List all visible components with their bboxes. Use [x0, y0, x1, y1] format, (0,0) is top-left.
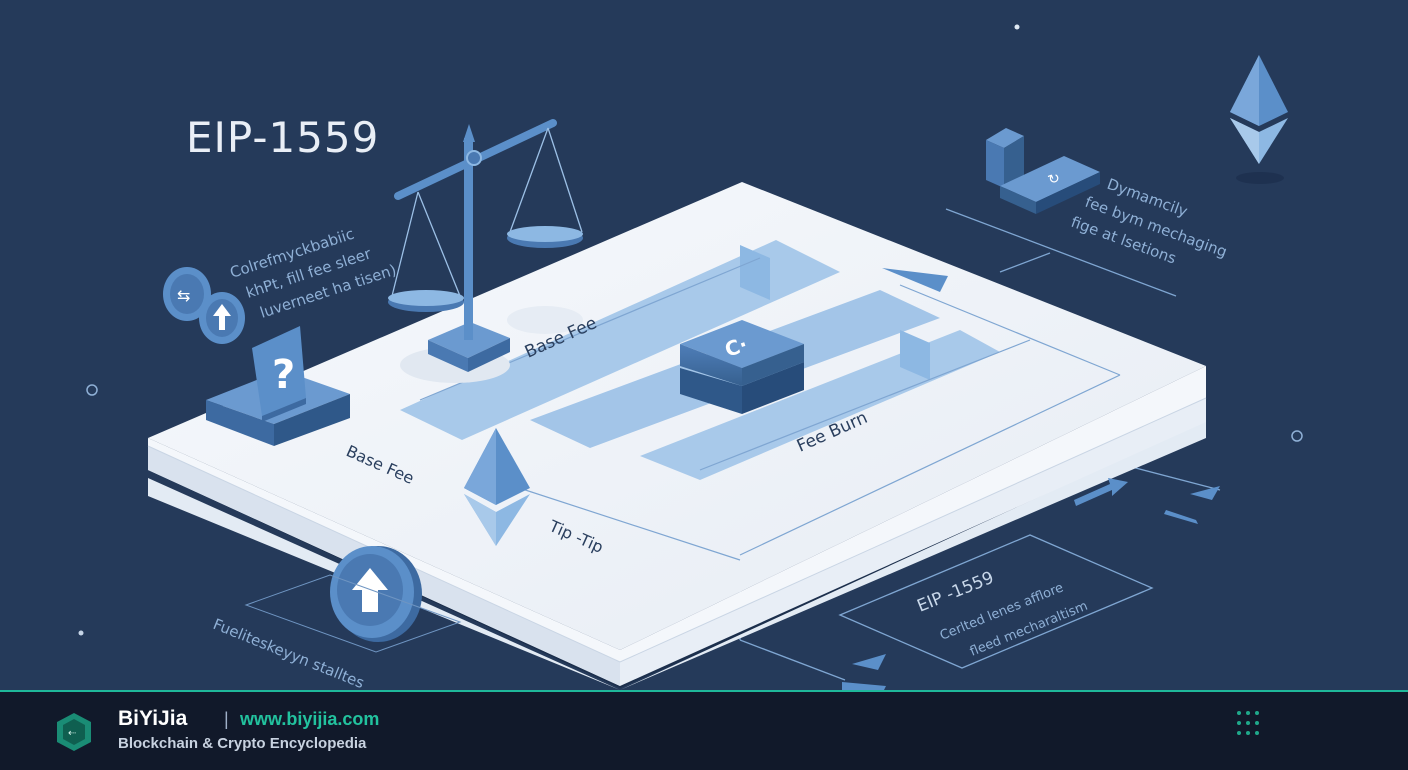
svg-text:↻: ↻: [1046, 170, 1063, 189]
hexagon-logo-icon: ⇠: [57, 713, 91, 751]
bottom-note: Fueliteskeyyn stalltes: [211, 615, 368, 690]
ethereum-icon: [464, 428, 530, 546]
block-cube-icon: C·: [680, 320, 804, 414]
ethereum-icon-top: [1230, 55, 1288, 184]
question-mark: ?: [272, 352, 295, 398]
token-blocks-icon: ↻: [986, 128, 1100, 214]
eip-note-title: EIP -1559: [914, 568, 996, 617]
dots-grid-icon: [1237, 711, 1259, 735]
brand-tagline: Blockchain & Crypto Encyclopedia: [118, 735, 367, 752]
swap-icon: ⇆: [163, 267, 211, 321]
eip-note-box: [838, 534, 1154, 669]
balance-scale-icon: [388, 119, 583, 372]
brand-separator: |: [224, 709, 229, 729]
flow-arrows: [842, 478, 1220, 690]
arrow-up-icon: [199, 292, 245, 344]
upgrade-coin-icon: [330, 546, 422, 642]
page-title: EIP-1559: [186, 113, 380, 162]
background-decor: [78, 24, 1303, 636]
brand-url-link[interactable]: www.biyijia.com: [240, 709, 380, 729]
bottom-left-box: [244, 574, 462, 653]
svg-text:⇆: ⇆: [177, 286, 190, 305]
brand-name: BiYiJia: [118, 707, 188, 730]
svg-text:⇠: ⇠: [68, 728, 77, 739]
question-block-icon: ?: [206, 326, 350, 446]
footer-bar: ⇠ BiYiJia | www.biyijia.com Blockchain &…: [0, 690, 1408, 770]
